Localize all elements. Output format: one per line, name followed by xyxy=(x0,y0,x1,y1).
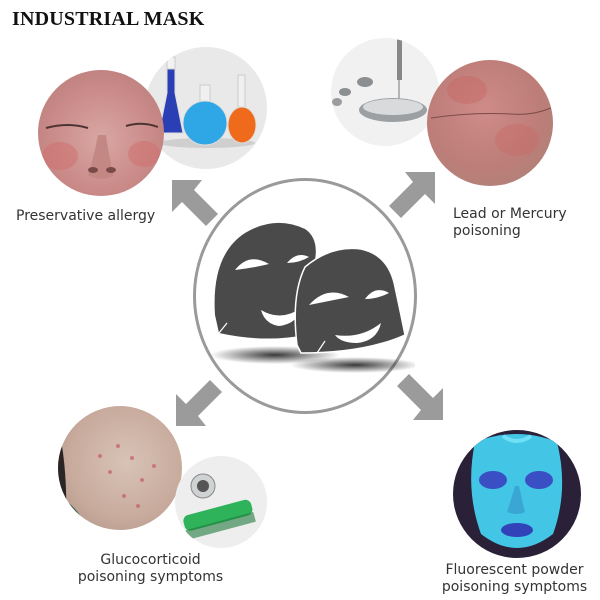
acne-cheek-image xyxy=(58,406,182,530)
sheet-mask-icon xyxy=(210,222,415,373)
arrow-down-left-icon xyxy=(176,380,222,426)
syringe-vial-image xyxy=(175,456,267,548)
label-line: Preservative allergy xyxy=(16,208,156,224)
uv-fluorescent-face-image xyxy=(453,430,581,558)
label-line: poisoning symptoms xyxy=(77,569,224,585)
label-glucocorticoid-poisoning: Glucocorticoid poisoning symptoms xyxy=(69,552,232,586)
page-title: INDUSTRIAL MASK xyxy=(12,8,205,30)
label-line: Fluorescent powder xyxy=(445,562,584,578)
label-line: poisoning xyxy=(453,223,521,239)
label-lead-mercury-poisoning: Lead or Mercury poisoning xyxy=(453,206,567,240)
arrow-up-right-icon xyxy=(389,172,435,218)
arrow-up-left-icon xyxy=(172,180,218,226)
label-preservative-allergy: Preservative allergy xyxy=(16,208,155,225)
label-line: poisoning symptoms xyxy=(441,579,588,595)
mercury-droplets-image xyxy=(331,38,439,146)
chemical-flasks-image xyxy=(145,47,267,169)
label-line: Lead or Mercury xyxy=(453,206,567,222)
red-swollen-face-image xyxy=(38,70,164,196)
label-fluorescent-powder-poisoning: Fluorescent powder poisoning symptoms xyxy=(432,562,597,596)
arrow-down-right-icon xyxy=(397,374,443,420)
red-irritated-skin-image xyxy=(427,60,553,186)
label-line: Glucocorticoid xyxy=(100,552,201,568)
